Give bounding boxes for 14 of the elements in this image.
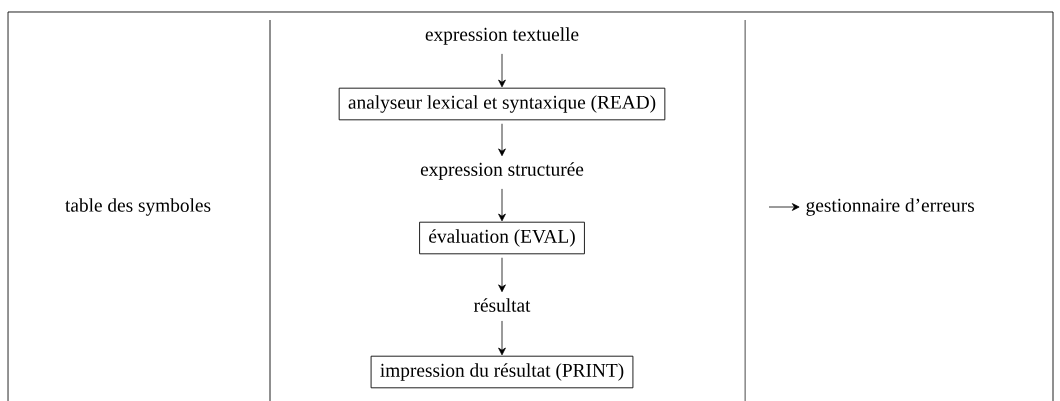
arrow [498,188,506,222]
arrow [498,257,506,293]
text-label: expression textuelle [425,27,579,45]
arrow [498,320,506,356]
text-label: gestionnaire d’erreurs [806,198,974,216]
text-label: expression structurée [420,162,584,180]
text-label: résultat [473,298,531,312]
arrow [498,123,506,157]
arrow [768,203,800,211]
process-box: analyseur lexical et syntaxique (READ) [338,87,666,121]
text-label: table des symboles [65,198,211,216]
arrow [498,53,506,88]
process-box: impression du résultat (PRINT) [370,355,634,389]
process-box: évaluation (EVAL) [419,221,585,255]
